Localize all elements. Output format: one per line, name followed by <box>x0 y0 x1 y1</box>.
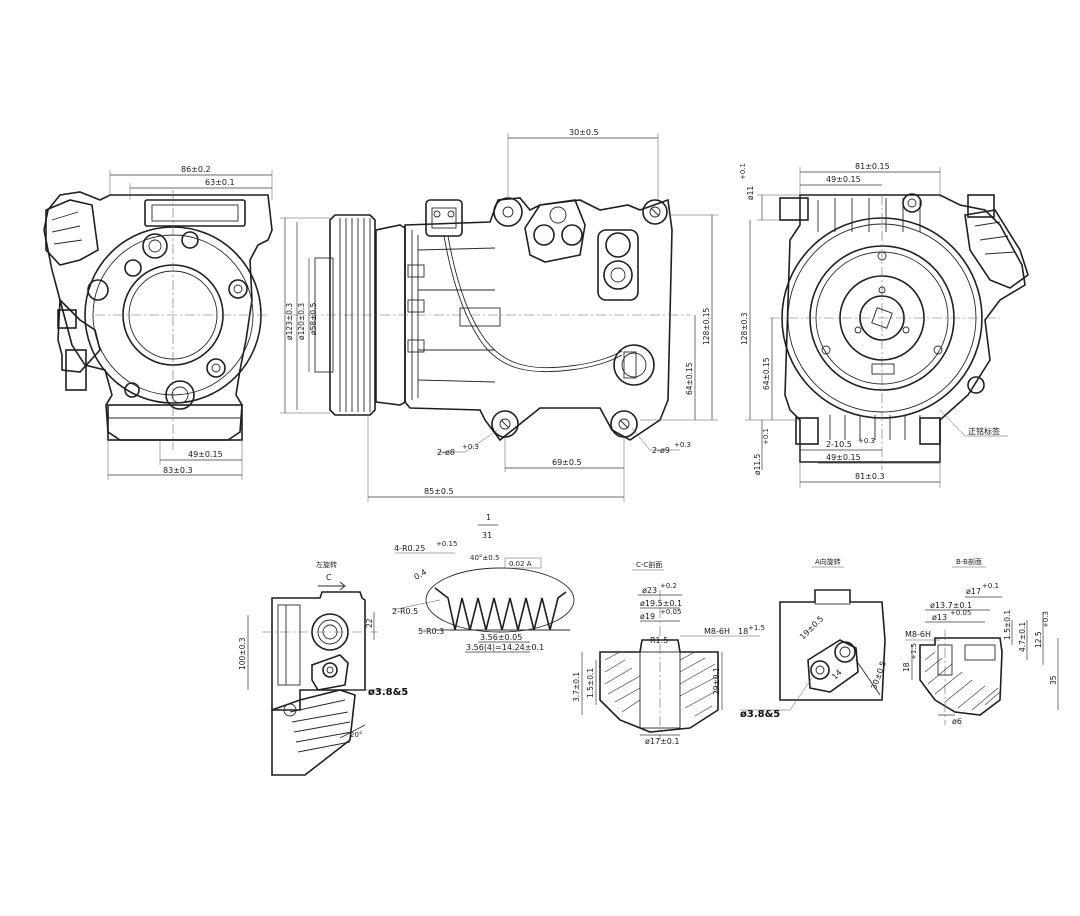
dim-rear-top-half: 49±0.15 <box>826 175 861 184</box>
dim-a-2: 14 <box>830 668 844 682</box>
dim-cc-thread-tol: +1.5 <box>748 624 765 632</box>
section-cc: C-C剖面 ø23 +0.2 ø19.5±0.1 ø19 +0.05 R1.5 … <box>572 560 765 746</box>
pulley-detail: 1 31 4-R0.25 +0.15 0.4 40°±0.5 0.02 A 2-… <box>391 513 575 653</box>
note-rear-callout: 正铭标签 <box>968 426 1000 436</box>
dim-cc-h1: 3.7±0.1 <box>572 672 581 702</box>
detail-radius-pair: 5-R0.3 <box>418 627 444 636</box>
detail-fillet: 4-R0.25 <box>394 544 425 553</box>
dim-rear-base-half: 49±0.15 <box>826 453 861 462</box>
detail-scale-den: 31 <box>482 531 492 540</box>
dim-side-overall: 85±0.5 <box>424 487 454 496</box>
dim-rear-top-dia: ø11 <box>746 186 755 200</box>
dim-cc-bottom: ø17±0.1 <box>645 737 680 746</box>
dim-cc-d3: ø19 <box>640 612 655 621</box>
detail-thread: 2-R0.5 <box>392 607 418 616</box>
dim-bb-h1: 1.5±0.1 <box>1003 610 1012 640</box>
view-a-port-dia: ø3.8&5 <box>740 709 780 720</box>
dim-rear-mount-spacing: 2-10.5 <box>826 440 852 449</box>
dim-bb-h3-tol: +0.3 <box>1042 611 1050 628</box>
side-view: 30±0.5 ø123±0.3 ø120±0.3 ø58±0.5 128±0.1… <box>280 128 718 502</box>
dim-rear-left-dia: ø11.5 <box>753 453 762 475</box>
view-a-title: A向旋转 <box>815 557 841 566</box>
dim-rear-top-dia-tol: +0.1 <box>739 163 747 180</box>
dim-rear-top-width: 81±0.15 <box>855 162 890 171</box>
dim-cc-h3: 29±0.1 <box>712 667 721 695</box>
dim-cc-thread: M8-6H <box>704 627 730 636</box>
detail-pitch: 3.56±0.05 <box>480 633 522 642</box>
c-view-title: 左旋转 <box>316 560 337 569</box>
dim-side-dia-outer: ø123±0.3 <box>285 303 294 340</box>
dim-rear-height-overall: 128±0.3 <box>740 312 749 345</box>
section-bb: B-B剖面 ø17 +0.1 ø13.7±0.1 ø13 +0.05 M8-6H… <box>902 557 1059 726</box>
dim-rear-mount-tol: +0.3 <box>858 437 875 445</box>
c-view: 左旋转 C 100±0.3 22 ø3.8&5 20° <box>238 560 408 776</box>
dim-side-dia-mid: ø120±0.3 <box>297 303 306 340</box>
dim-bb-d1-tol: +0.1 <box>982 582 999 590</box>
view-a: A向旋转 ø3.8&5 19±0.5 14 30±0.5 <box>740 557 888 720</box>
dim-c-left: 100±0.3 <box>238 637 247 670</box>
dim-bb-side: 35 <box>1049 675 1058 685</box>
note-side-mount-left: 2-ø8 <box>437 448 455 457</box>
detail-angle: 40°±0.5 <box>470 554 499 562</box>
dim-front-width-top: 86±0.2 <box>181 165 211 174</box>
section-cc-title: C-C剖面 <box>636 560 662 569</box>
dim-bb-d3-tol: +0.05 <box>950 609 971 617</box>
dim-bb-thread: M8-6H <box>905 630 931 639</box>
dim-bb-depth: 18 <box>902 662 911 672</box>
dim-cc-d1-tol: +0.2 <box>660 582 677 590</box>
dim-side-height-low: 64±0.15 <box>685 362 694 395</box>
note-side-mount-left-tol: +0.3 <box>462 443 479 451</box>
note-side-mount-right-tol: +0.3 <box>674 441 691 449</box>
dim-bb-d1: ø17 <box>966 587 981 596</box>
dim-cc-d1: ø23 <box>642 586 657 595</box>
section-bb-title: B-B剖面 <box>956 557 982 566</box>
dim-side-top-span: 30±0.5 <box>569 128 599 137</box>
dim-cc-radius: R1.5 <box>650 636 668 645</box>
dim-bb-d3: ø13 <box>932 613 947 622</box>
dim-rear-height-half: 64±0.15 <box>762 357 771 390</box>
dim-front-base-width: 83±0.3 <box>163 466 193 475</box>
dim-bb-depth-tol: +1.5 <box>910 643 918 660</box>
dim-bb-h3: 12.5 <box>1034 631 1043 648</box>
front-view: 86±0.2 63±0.1 49±0.15 83±0.3 <box>43 165 273 480</box>
dim-c-side: 22 <box>365 618 374 628</box>
dim-bb-h2: 4.7±0.1 <box>1018 622 1027 652</box>
rear-view: 81±0.15 49±0.15 ø11 +0.1 128±0.3 64±0.15… <box>739 162 1029 488</box>
dim-side-dia-inner: ø58±0.5 <box>309 302 318 335</box>
c-view-port-dia: ø3.8&5 <box>368 687 408 698</box>
c-view-angle: 20° <box>350 731 362 739</box>
c-view-arrow-letter: C <box>326 573 332 582</box>
dim-front-base-half: 49±0.15 <box>188 450 223 459</box>
dim-bb-d2: ø13.7±0.1 <box>930 601 972 610</box>
detail-flatness: 0.02 A <box>509 560 532 568</box>
dim-cc-d2: ø19.5±0.1 <box>640 599 682 608</box>
detail-total: 3.56(4)=14.24±0.1 <box>466 643 544 652</box>
detail-fillet-tol: +0.15 <box>436 540 457 548</box>
dim-front-width-inner: 63±0.1 <box>205 178 235 187</box>
note-side-mount-right: 2-ø9 <box>652 446 670 455</box>
dim-a-1: 19±0.5 <box>798 614 825 641</box>
dim-rear-left-dia-tol: +0.1 <box>762 428 770 445</box>
detail-depth: 0.4 <box>413 568 429 582</box>
dim-side-bottom-span: 69±0.5 <box>552 458 582 467</box>
dim-a-3: 30±0.5 <box>869 660 888 691</box>
dim-cc-thread-depth: 18 <box>738 627 748 636</box>
dim-cc-d3-tol: +0.05 <box>660 608 681 616</box>
dim-cc-h2: 1.5±0.1 <box>586 668 595 698</box>
dim-rear-base-width: 81±0.3 <box>855 472 885 481</box>
dim-side-height-right: 128±0.15 <box>702 307 711 345</box>
detail-scale-num: 1 <box>486 513 491 522</box>
dim-bb-bottom: ø6 <box>952 717 962 726</box>
